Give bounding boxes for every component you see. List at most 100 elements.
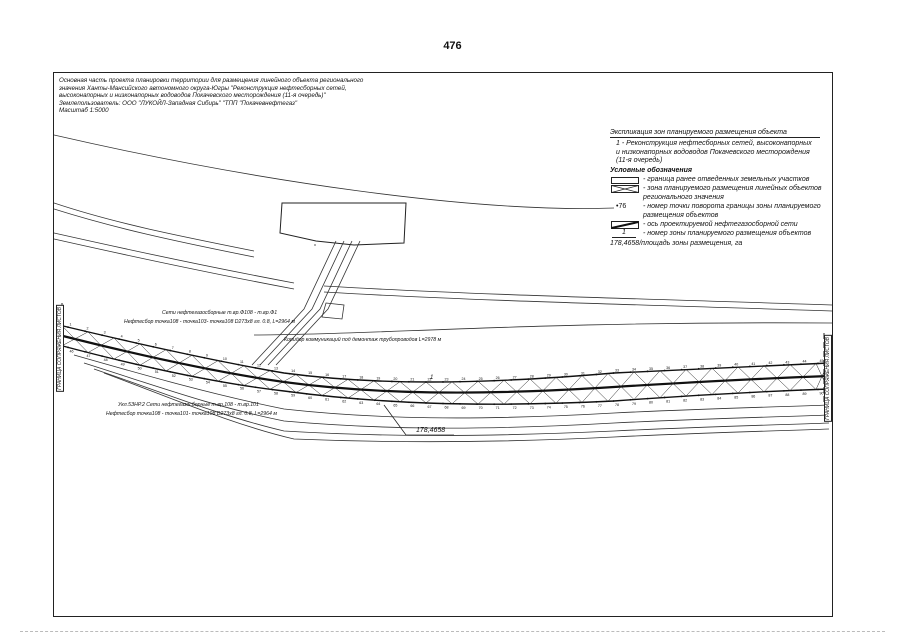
turn-point-number: 70 <box>479 406 483 410</box>
hatch-line <box>477 380 505 405</box>
hatch-line <box>373 381 401 401</box>
turn-point <box>356 398 359 400</box>
hatch-line <box>633 370 661 400</box>
turn-point-number: 13 <box>274 366 278 370</box>
hatch-line <box>61 331 89 347</box>
turn-point <box>356 379 359 381</box>
hatch-line <box>373 380 401 402</box>
turn-point <box>186 353 189 356</box>
turn-point <box>288 390 291 393</box>
turn-point-number: 9 <box>206 353 208 357</box>
hatch-line <box>191 360 219 377</box>
turn-point <box>288 372 291 375</box>
turn-point <box>663 369 666 372</box>
turn-point-number: 55 <box>223 384 227 388</box>
turn-point-number: 48 <box>104 358 108 362</box>
corridor-line <box>321 302 345 320</box>
scan-edge-line <box>20 631 885 632</box>
turn-point <box>714 393 717 396</box>
turn-point <box>595 373 598 376</box>
hatch-line <box>87 337 115 353</box>
turn-point-number: 87 <box>768 394 772 398</box>
turn-point-number: 16 <box>325 373 329 377</box>
hatch-line <box>659 369 687 398</box>
contour-line <box>93 368 830 436</box>
turn-point <box>322 376 325 379</box>
pipeline-lower-spec-label: Нефтесбор точка108 - точка101- точка108 … <box>106 411 277 417</box>
turn-point <box>442 402 444 405</box>
scale-line: Масштаб 1:5000 <box>59 107 109 115</box>
turn-point-number: 71 <box>496 406 500 410</box>
turn-point <box>817 388 819 391</box>
turn-point-number: 69 <box>462 406 466 410</box>
turn-point <box>254 366 257 369</box>
turn-point <box>817 362 819 365</box>
legend-row-zone-number: 1 - номер зоны планируемого размещения о… <box>610 229 832 239</box>
turn-point <box>408 401 410 404</box>
turn-point <box>169 349 172 352</box>
contour-line <box>323 285 832 306</box>
hatch-line <box>529 378 557 404</box>
contour-line <box>73 354 830 419</box>
contour-lines-lower <box>73 354 830 443</box>
sheet-join-lines <box>61 303 825 403</box>
turn-point-number: 15 <box>308 371 312 375</box>
turn-point-number: 72 <box>513 406 517 410</box>
hatch-line <box>269 370 297 393</box>
turn-point-number: 12 <box>257 363 261 367</box>
hatch-line <box>451 381 479 404</box>
hatch-line <box>217 360 245 386</box>
pad-access-corridor <box>251 240 361 366</box>
turn-point <box>152 345 155 348</box>
hatch-line <box>555 377 583 403</box>
hatch-line <box>113 343 141 360</box>
turn-point-number: 63 <box>359 401 363 405</box>
turn-point <box>493 403 496 406</box>
hatch-line <box>685 367 713 397</box>
turn-point-number: 28 <box>530 375 534 379</box>
turn-point <box>237 383 240 386</box>
turn-point-number: 73 <box>530 406 534 410</box>
hatch-line <box>581 375 609 402</box>
zone-number-sample: 1 <box>622 229 626 237</box>
turn-point <box>254 386 257 389</box>
right-sheet-join-tag: ГРАНИЦА СОПРЯЖЕНИЯ ЛИСТОВ <box>824 335 832 422</box>
turn-point <box>459 403 461 405</box>
turn-point <box>339 396 342 399</box>
hatch-line <box>139 349 167 366</box>
contour-line <box>83 362 830 429</box>
turn-point-number: 29 <box>547 374 551 378</box>
turn-point-number: 14 <box>291 369 295 373</box>
turn-point-number: 89 <box>802 392 806 396</box>
turn-point-number: 53 <box>189 377 193 381</box>
pipeline-upper-spec-label: Нефтесбор точка108 - точка103- точка108 … <box>124 319 295 325</box>
turn-point-number: 33 <box>615 369 619 373</box>
turn-point-number: 4 <box>121 335 123 339</box>
legend-zone-item: 1 - Реконструкция нефтесборных сетей, вы… <box>616 140 812 165</box>
turn-point-number: 46 <box>70 349 74 353</box>
zone-hatching <box>61 325 829 405</box>
turn-point <box>459 380 461 383</box>
turn-point-number: 24 <box>462 377 466 381</box>
contour-line <box>54 232 295 284</box>
turn-point <box>578 374 581 377</box>
corridor-label: Коридор коммуникаций под демонтаж трубоп… <box>284 336 442 343</box>
turn-point <box>373 379 376 382</box>
legend-row-text: - номер точки поворота границы зоны план… <box>643 203 821 219</box>
turn-point <box>442 381 444 383</box>
turn-point-number: 60 <box>308 396 312 400</box>
hatch-line <box>763 364 791 392</box>
turn-point-number: 58 <box>274 392 278 396</box>
hatch-line <box>217 365 245 382</box>
turn-point <box>663 396 666 399</box>
hatch-line <box>347 380 375 399</box>
turn-point <box>800 389 802 392</box>
turn-point-number: 66 <box>410 404 414 408</box>
turn-point-number: 39 <box>717 363 721 367</box>
turn-point <box>561 376 564 378</box>
turn-point-number: 82 <box>683 398 687 402</box>
turn-point-number: 40 <box>734 363 738 367</box>
turn-point <box>305 374 308 377</box>
turn-point <box>646 370 649 373</box>
